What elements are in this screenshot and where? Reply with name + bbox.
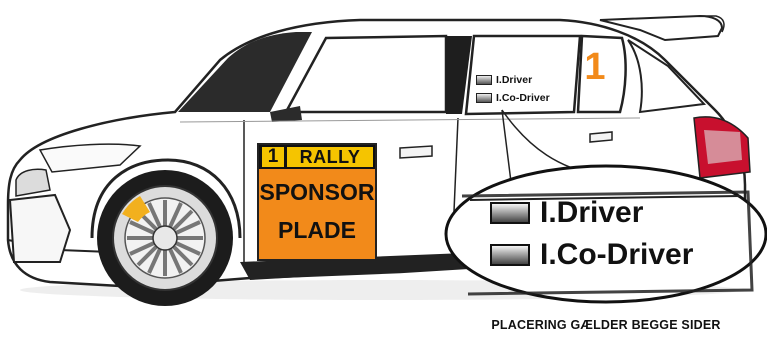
door-number: 1 bbox=[582, 44, 608, 90]
front-wheel bbox=[97, 170, 233, 306]
tail-light-lens bbox=[704, 130, 742, 164]
placement-caption: PLACERING GÆLDER BEGGE SIDER bbox=[456, 318, 756, 332]
front-door-handle bbox=[400, 146, 432, 158]
co-driver-flag-icon bbox=[476, 93, 492, 103]
zoom-co-driver-label: I.Co-Driver bbox=[540, 238, 693, 272]
fuel-cap bbox=[284, 270, 288, 274]
plate-rally-label: RALLY bbox=[287, 147, 373, 167]
zoom-ellipse bbox=[446, 166, 766, 302]
plate-header: 1 RALLY bbox=[259, 145, 375, 169]
sponsor-plate: 1 RALLY SPONSOR PLADE bbox=[257, 143, 377, 261]
zoom-driver-label: I.Driver bbox=[540, 196, 643, 230]
plate-number: 1 bbox=[262, 147, 284, 167]
driver-flag-icon bbox=[476, 75, 492, 85]
window-driver-label: I.Driver bbox=[496, 74, 532, 86]
rear-door-handle bbox=[590, 132, 612, 142]
zoom-co-driver-flag-icon bbox=[490, 244, 530, 266]
window-co-driver-label: I.Co-Driver bbox=[496, 92, 550, 104]
plate-line-2: PLADE bbox=[259, 217, 375, 243]
zoom-driver-flag-icon bbox=[490, 202, 530, 224]
plate-line-1: SPONSOR bbox=[259, 179, 375, 205]
